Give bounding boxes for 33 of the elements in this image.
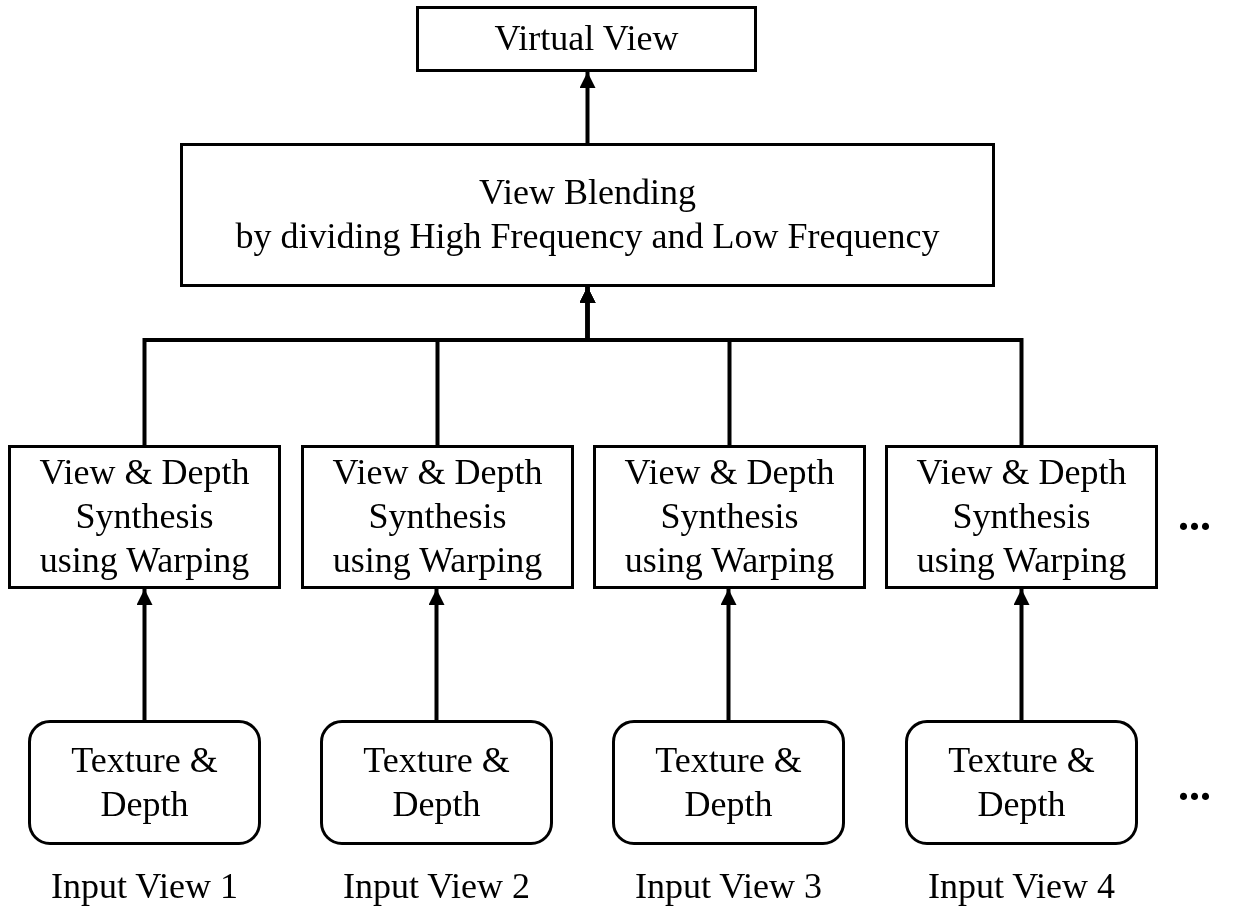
- process-box: [593, 445, 866, 589]
- input-caption: Input View 2: [341, 865, 532, 907]
- input-caption: Input View 4: [926, 865, 1117, 907]
- node-text: View & Depth Synthesis using Warping: [623, 451, 836, 582]
- ellipsis: ...: [1178, 494, 1211, 538]
- node-text: Texture & Depth: [654, 738, 803, 826]
- node-text: View & Depth Synthesis using Warping: [915, 451, 1128, 582]
- input-box: [28, 720, 261, 845]
- input-box: [320, 720, 553, 845]
- arrow: [428, 589, 445, 720]
- node-text: by dividing High Frequency and Low Frequency: [235, 215, 940, 258]
- node-text: Texture & Depth: [362, 738, 511, 826]
- arrow: [136, 589, 153, 720]
- node-text: Virtual View: [494, 17, 679, 61]
- input-caption: Input View 1: [49, 865, 240, 907]
- arrow: [1013, 589, 1030, 720]
- process-box: [301, 445, 574, 589]
- node-text: View Blending: [479, 171, 696, 215]
- input-box: [612, 720, 845, 845]
- node-text: View & Depth Synthesis using Warping: [331, 451, 544, 582]
- ellipsis: ...: [1178, 764, 1211, 808]
- node-text: Texture & Depth: [70, 738, 219, 826]
- process-box: [416, 6, 757, 72]
- process-box: [8, 445, 281, 589]
- node-text: Texture & Depth: [947, 738, 1096, 826]
- arrow: [579, 287, 1024, 445]
- input-caption: Input View 3: [633, 865, 824, 907]
- arrow: [720, 589, 737, 720]
- input-box: [905, 720, 1138, 845]
- arrow: [579, 72, 596, 143]
- process-box: [885, 445, 1158, 589]
- process-box: [180, 143, 995, 287]
- node-text: View & Depth Synthesis using Warping: [38, 451, 251, 582]
